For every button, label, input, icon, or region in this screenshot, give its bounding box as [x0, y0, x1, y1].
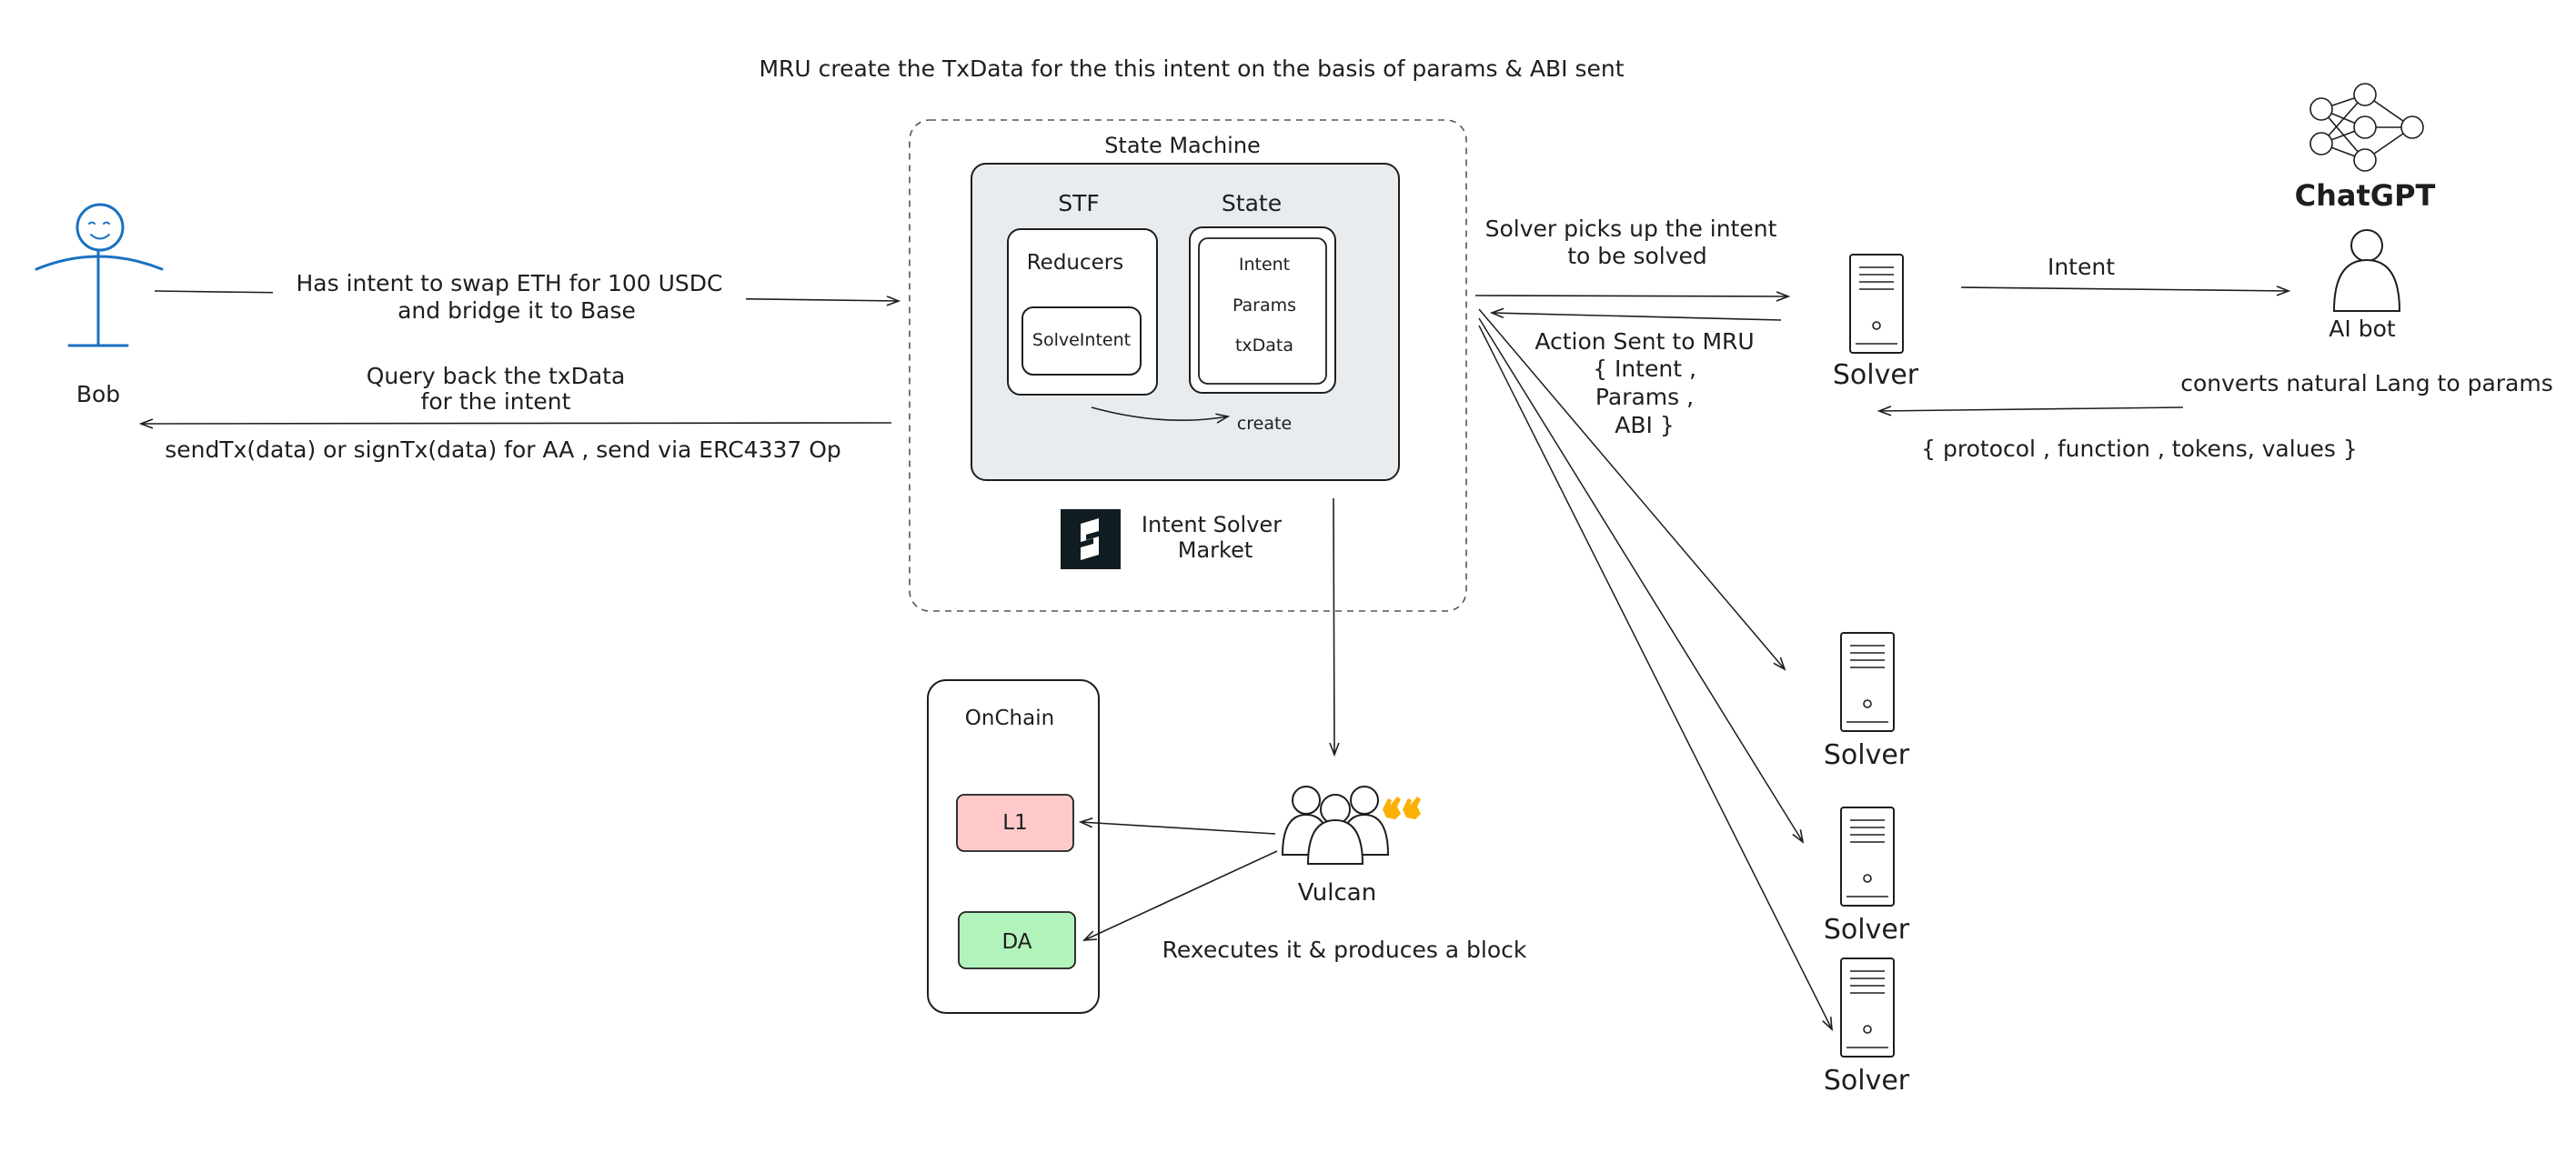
arrow-mru-to-solver-3: [1478, 317, 1803, 842]
state-item-intent: Intent: [1239, 255, 1290, 275]
bob-label: Bob: [76, 381, 120, 407]
onchain-title: OnChain: [965, 707, 1054, 730]
server-icon: [1849, 254, 1904, 354]
intent-label: Intent: [2048, 254, 2115, 280]
reducers-title: Reducers: [1027, 251, 1124, 275]
server-icon: [1840, 957, 1895, 1058]
bob-intent-line1: Has intent to swap ETH for 100 USDC: [297, 270, 723, 296]
chatgpt-label: ChatGPT: [2295, 178, 2436, 213]
arrow-vulcan-to-da: [1084, 850, 1278, 940]
state-item-params: Params: [1233, 296, 1296, 316]
neural-network-icon: [2309, 83, 2424, 172]
l1-box: [956, 794, 1074, 852]
state-machine-title: State Machine: [1104, 133, 1261, 158]
server-icon: [1840, 807, 1895, 907]
send-tx-label: sendTx(data) or signTx(data) for AA , se…: [165, 436, 841, 463]
solve-intent-box: [1021, 306, 1142, 376]
action-sent-line3: Params ,: [1595, 384, 1694, 410]
server-icon: [1840, 632, 1895, 732]
stick-figure-icon: [35, 203, 164, 347]
state-machine-container: [909, 119, 1467, 612]
query-back-line2: for the intent: [421, 388, 571, 415]
arrow-mru-to-solver-2: [1478, 308, 1785, 669]
solver-label-3: Solver: [1824, 914, 1910, 946]
solver-label-1: Solver: [1833, 359, 1919, 391]
market-label-line2: Market: [1178, 537, 1253, 563]
solve-intent-label: SolveIntent: [1032, 330, 1131, 350]
arrow-mru-to-vulcan: [1333, 497, 1334, 755]
l1-label: L1: [1002, 811, 1027, 835]
solver-label-4: Solver: [1824, 1065, 1910, 1097]
arrow-solver-to-aibot: [1960, 287, 2289, 291]
action-sent-line1: Action Sent to MRU: [1535, 328, 1754, 355]
solver-picks-line1: Solver picks up the intent: [1485, 216, 1777, 242]
da-box: [958, 911, 1076, 969]
solver-picks-line2: to be solved: [1567, 243, 1707, 269]
state-box: [1189, 226, 1336, 394]
create-label: create: [1237, 414, 1292, 434]
params-object-label: { protocol , function , tokens, values }: [1921, 436, 2358, 462]
arrow-mru-to-solver-4: [1478, 325, 1832, 1029]
ai-bot-label: AI bot: [2329, 316, 2396, 342]
bob-intent-line2: and bridge it to Base: [397, 297, 636, 324]
arrow-mru-to-bob: [141, 423, 892, 424]
da-label: DA: [1001, 930, 1031, 954]
rexecutes-label: Rexecutes it & produces a block: [1162, 937, 1527, 963]
action-sent-line4: ABI }: [1615, 412, 1674, 438]
header-note: MRU create the TxData for the this inten…: [759, 55, 1624, 82]
solver-label-2: Solver: [1824, 739, 1910, 771]
arrow-vulcan-to-l1: [1081, 822, 1276, 835]
market-label-line1: Intent Solver: [1142, 512, 1282, 537]
clapping-hands-icon: [1383, 797, 1421, 819]
action-sent-line2: { Intent ,: [1593, 356, 1696, 382]
state-item-txdata: txData: [1235, 336, 1293, 356]
query-back-line1: Query back the txData: [367, 363, 626, 389]
arrow-solver-to-mru: [1492, 313, 1782, 321]
stf-title: STF: [1058, 190, 1100, 216]
person-icon: [2332, 229, 2401, 312]
group-icon: [1281, 786, 1390, 865]
stackr-logo-icon: [1061, 509, 1121, 569]
state-title: State: [1222, 190, 1282, 216]
arrow-aibot-to-solver: [1879, 407, 2184, 411]
vulcan-label: Vulcan: [1298, 879, 1376, 907]
state-inner-box: [1198, 237, 1327, 385]
converts-label: converts natural Lang to params: [2180, 370, 2553, 396]
create-arrow: [1091, 406, 1228, 420]
